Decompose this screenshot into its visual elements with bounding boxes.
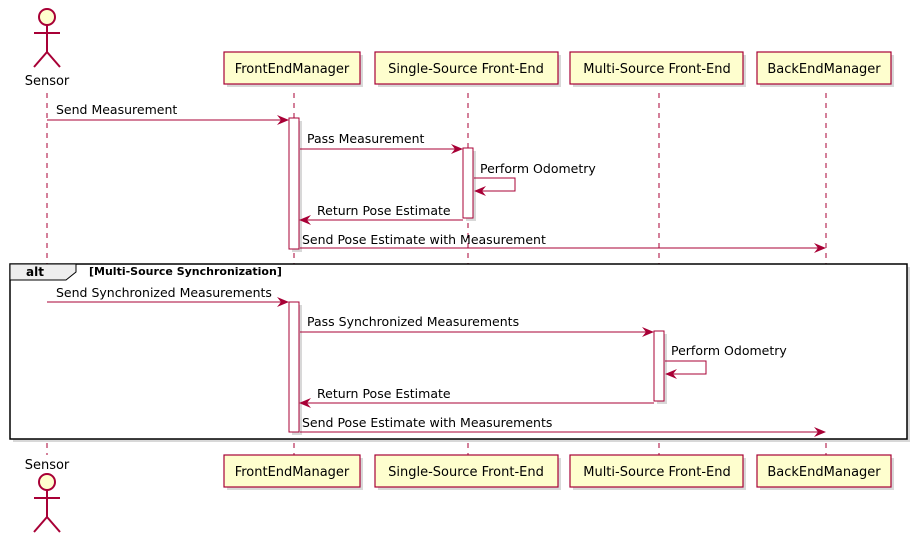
activation-frontend-manager-1 — [288, 117, 300, 250]
actor-icon — [33, 473, 61, 533]
participant-backend-manager-bottom: BackEndManager — [756, 454, 894, 490]
alt-fragment: alt [Multi-Source Synchronization] — [9, 263, 910, 442]
participant-multi-source-top: Multi-Source Front-End — [569, 51, 746, 87]
participant-single-source-top: Single-Source Front-End — [374, 51, 561, 87]
participant-backend-manager-top: BackEndManager — [756, 51, 894, 87]
message-label-6: Send Synchronized Measurements — [56, 285, 272, 300]
message-label-7: Pass Synchronized Measurements — [307, 314, 519, 329]
participant-label: Single-Source Front-End — [388, 62, 544, 77]
message-label-5: Send Pose Estimate with Measurement — [302, 232, 546, 247]
message-label-8: Perform Odometry — [671, 343, 787, 358]
participant-single-source-bottom: Single-Source Front-End — [374, 454, 561, 490]
message-label-3: Perform Odometry — [480, 161, 596, 176]
participant-label: Multi-Source Front-End — [583, 465, 731, 480]
activation-single-source — [462, 147, 474, 219]
message-label-10: Send Pose Estimate with Measurements — [302, 415, 552, 430]
message-label-9: Return Pose Estimate — [317, 386, 451, 401]
participant-label: FrontEndManager — [235, 465, 350, 480]
activations — [288, 117, 667, 435]
participant-label: FrontEndManager — [235, 62, 350, 77]
participants-bottom: FrontEndManager Single-Source Front-End … — [223, 454, 894, 490]
actor-icon — [33, 8, 61, 68]
message-arrow-8 — [665, 360, 707, 379]
message-label-2: Pass Measurement — [307, 131, 425, 146]
message-label-1: Send Measurement — [56, 102, 177, 117]
participant-multi-source-bottom: Multi-Source Front-End — [569, 454, 746, 490]
actor-sensor-top: Sensor — [25, 8, 70, 89]
participant-label: BackEndManager — [767, 465, 881, 480]
alt-guard: [Multi-Source Synchronization] — [89, 265, 282, 278]
participant-label: Single-Source Front-End — [388, 465, 544, 480]
message-arrow-3 — [474, 177, 516, 196]
message-label-4: Return Pose Estimate — [317, 203, 451, 218]
participant-label: BackEndManager — [767, 62, 881, 77]
participants-top: FrontEndManager Single-Source Front-End … — [223, 51, 894, 87]
participant-frontend-manager-top: FrontEndManager — [223, 51, 363, 87]
participant-label: Sensor — [25, 74, 70, 89]
alt-keyword: alt — [26, 265, 44, 279]
participant-frontend-manager-bottom: FrontEndManager — [223, 454, 363, 490]
activation-multi-source — [653, 330, 665, 402]
messages — [47, 115, 826, 437]
message-labels: Send Measurement Pass Measurement Perfor… — [56, 102, 787, 430]
participant-label: Multi-Source Front-End — [583, 62, 731, 77]
activation-frontend-manager-2 — [288, 301, 300, 433]
participant-label: Sensor — [25, 458, 70, 473]
actor-sensor-bottom: Sensor — [25, 458, 70, 533]
